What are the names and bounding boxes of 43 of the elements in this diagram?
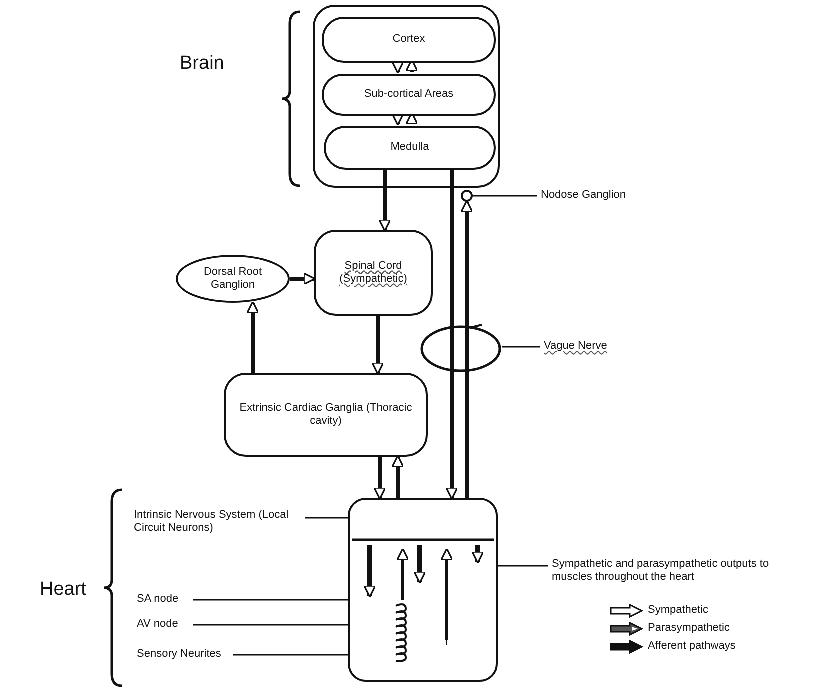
arrow <box>246 301 260 373</box>
brain-outline <box>313 5 500 188</box>
spinal-cord-box <box>314 230 433 316</box>
arrow <box>392 455 404 498</box>
node-label: Cortex <box>392 33 426 47</box>
leader-line <box>502 346 540 348</box>
arrow <box>460 200 474 498</box>
node-label: SA node <box>136 593 180 607</box>
leader-line <box>233 654 348 656</box>
brain-region <box>322 17 496 63</box>
leader-line <box>498 565 548 567</box>
node-label: Sympathetic and parasympathetic outputs to muscles throughout the heart <box>551 558 770 584</box>
heart-outline <box>348 498 498 682</box>
arrow <box>372 316 384 375</box>
arrow <box>392 61 404 74</box>
arrow <box>374 457 386 500</box>
node-label: Intrinsic Nervous System (Local Circuit Neurons) <box>133 508 290 536</box>
node-label: Extrinsic Cardiac Ganglia (Thoracic cavity) <box>238 402 414 428</box>
node-label: Spinal Cord (Sympathetic) <box>338 260 408 286</box>
node-label: Sub-cortical Areas <box>363 88 455 102</box>
node-label: Vague Nerve <box>543 340 608 354</box>
region-label: Brain <box>180 52 224 76</box>
brain-region <box>322 74 496 116</box>
arrow <box>392 113 404 126</box>
node-label: Sensory Neurites <box>136 648 222 662</box>
node-label: Nodose Ganglion <box>540 189 628 203</box>
ganglion-circle <box>461 190 473 202</box>
arrow <box>378 168 392 232</box>
leader-line <box>193 624 348 626</box>
region-label: Heart <box>40 578 86 602</box>
ganglia-box <box>224 373 428 457</box>
leader-line <box>305 517 348 519</box>
legend-label: Afferent pathways <box>648 640 736 654</box>
arrow <box>290 272 316 286</box>
node-label: AV node <box>136 618 180 632</box>
leader-line <box>473 195 537 197</box>
arrow <box>446 168 458 500</box>
brain-region <box>324 126 496 170</box>
legend-label: Sympathetic <box>648 604 709 618</box>
node-label: Medulla <box>390 141 430 155</box>
node-label: Dorsal Root Ganglion <box>202 266 264 292</box>
leader-line <box>193 599 348 601</box>
legend-label: Parasympathetic <box>648 622 730 636</box>
